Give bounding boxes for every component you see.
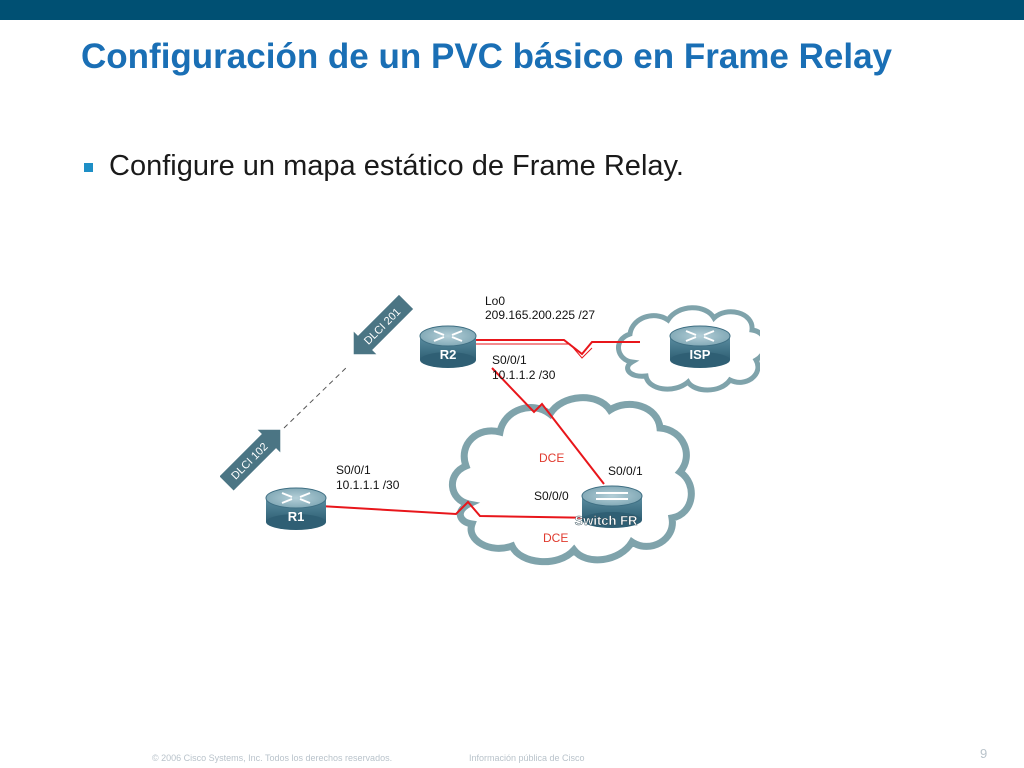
router-r1[interactable]: R1 xyxy=(265,487,327,530)
top-bar xyxy=(0,0,1024,20)
frame-relay-cloud xyxy=(448,394,695,566)
footer-copyright: © 2006 Cisco Systems, Inc. Todos los der… xyxy=(152,753,393,763)
dce-bottom-label: DCE xyxy=(543,531,568,545)
lo0-ip-label: 209.165.200.225 /27 xyxy=(485,308,595,322)
network-diagram: DLCI 201 DLCI 102 R2 ISP R1 xyxy=(220,294,760,566)
bullet-text: Configure un mapa estático de Frame Rela… xyxy=(109,150,684,182)
footer-info: Información pública de Cisco xyxy=(469,753,585,763)
r2-isp-link-2 xyxy=(464,343,593,359)
r2-ip-label: 10.1.1.2 /30 xyxy=(492,368,556,382)
dlci-102-arrow: DLCI 102 xyxy=(220,429,281,491)
bullet-item: Configure un mapa estático de Frame Rela… xyxy=(84,150,684,183)
frame-relay-switch[interactable]: Switch FR xyxy=(574,485,643,528)
page-number: 9 xyxy=(980,746,988,761)
switch-fr-label: Switch FR xyxy=(575,513,638,528)
switch-interface-left-label: S0/0/0 xyxy=(534,489,569,503)
switch-interface-top-label: S0/0/1 xyxy=(608,464,643,478)
pvc-dashed-line xyxy=(283,365,349,429)
isp-label: ISP xyxy=(690,347,711,362)
r1-ip-label: 10.1.1.1 /30 xyxy=(336,478,400,492)
dlci-201-arrow: DLCI 201 xyxy=(353,294,414,355)
dce-top-label: DCE xyxy=(539,451,564,465)
r1-label: R1 xyxy=(288,509,305,524)
router-r2[interactable]: R2 xyxy=(419,325,477,368)
lo0-label: Lo0 xyxy=(485,294,505,308)
r2-isp-link xyxy=(464,339,640,356)
r2-interface-label: S0/0/1 xyxy=(492,353,527,367)
r2-label: R2 xyxy=(440,347,457,362)
slide-title: Configuración de un PVC básico en Frame … xyxy=(81,37,893,76)
square-bullet-icon xyxy=(84,163,93,172)
r2-switch-link xyxy=(491,367,605,485)
r1-interface-label: S0/0/1 xyxy=(336,463,371,477)
router-isp[interactable]: ISP xyxy=(669,325,731,368)
r1-switch-link xyxy=(319,500,601,519)
